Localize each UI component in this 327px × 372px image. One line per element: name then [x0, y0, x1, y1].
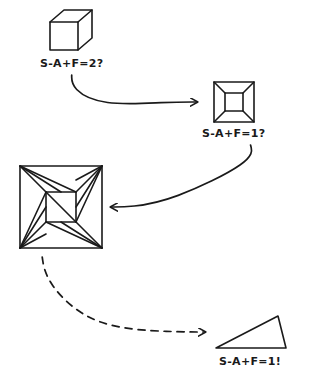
- sketch-stroke: [61, 222, 102, 248]
- sketch-stroke: [243, 82, 254, 93]
- sketch-stroke: [78, 10, 92, 50]
- sketch-stroke: [214, 111, 225, 122]
- sketch-stroke: [46, 192, 76, 222]
- sketch-stroke: [20, 234, 46, 248]
- sketch-stroke: [20, 166, 102, 248]
- sketch-stroke: [20, 166, 46, 192]
- formula-label: S-A+F=1?: [202, 127, 265, 140]
- triangulated-square-node: [14, 160, 108, 254]
- triangulated-square-figure: [16, 162, 106, 252]
- sketch-stroke: [46, 192, 76, 222]
- flattened-cube-node: S-A+F=1?: [200, 78, 267, 142]
- sketch-stroke: [20, 166, 61, 192]
- flow-arrow: [111, 145, 252, 207]
- formula-label: S-A+F=1!: [219, 355, 281, 368]
- sketch-stroke: [216, 316, 286, 348]
- sketch-stroke: [50, 22, 78, 50]
- sketch-stroke: [20, 192, 46, 248]
- flow-arrow: [72, 75, 197, 104]
- sketch-stroke: [76, 166, 102, 222]
- cube-figure: [42, 6, 102, 54]
- sketch-stroke: [214, 82, 225, 93]
- sketch-stroke: [50, 10, 92, 22]
- sketch-stroke: [76, 166, 102, 192]
- sketch-stroke: [76, 166, 102, 180]
- sketch-stroke: [20, 166, 76, 192]
- sketch-stroke: [20, 222, 46, 248]
- flow-arrow: [42, 257, 205, 332]
- triangle-figure: [210, 312, 290, 352]
- sketch-stroke: [20, 207, 46, 248]
- cube-node: S-A+F=2?: [38, 4, 105, 72]
- sketch-stroke: [243, 111, 254, 122]
- triangle-node: S-A+F=1!: [208, 310, 292, 370]
- sketch-stroke: [46, 222, 102, 248]
- formula-label: S-A+F=2?: [40, 57, 103, 70]
- sketch-stroke: [76, 222, 102, 248]
- sketch-stroke: [225, 93, 243, 111]
- sketch-stroke: [76, 166, 102, 207]
- sketch-stroke: [214, 82, 254, 122]
- flattened-cube-figure: [210, 80, 258, 124]
